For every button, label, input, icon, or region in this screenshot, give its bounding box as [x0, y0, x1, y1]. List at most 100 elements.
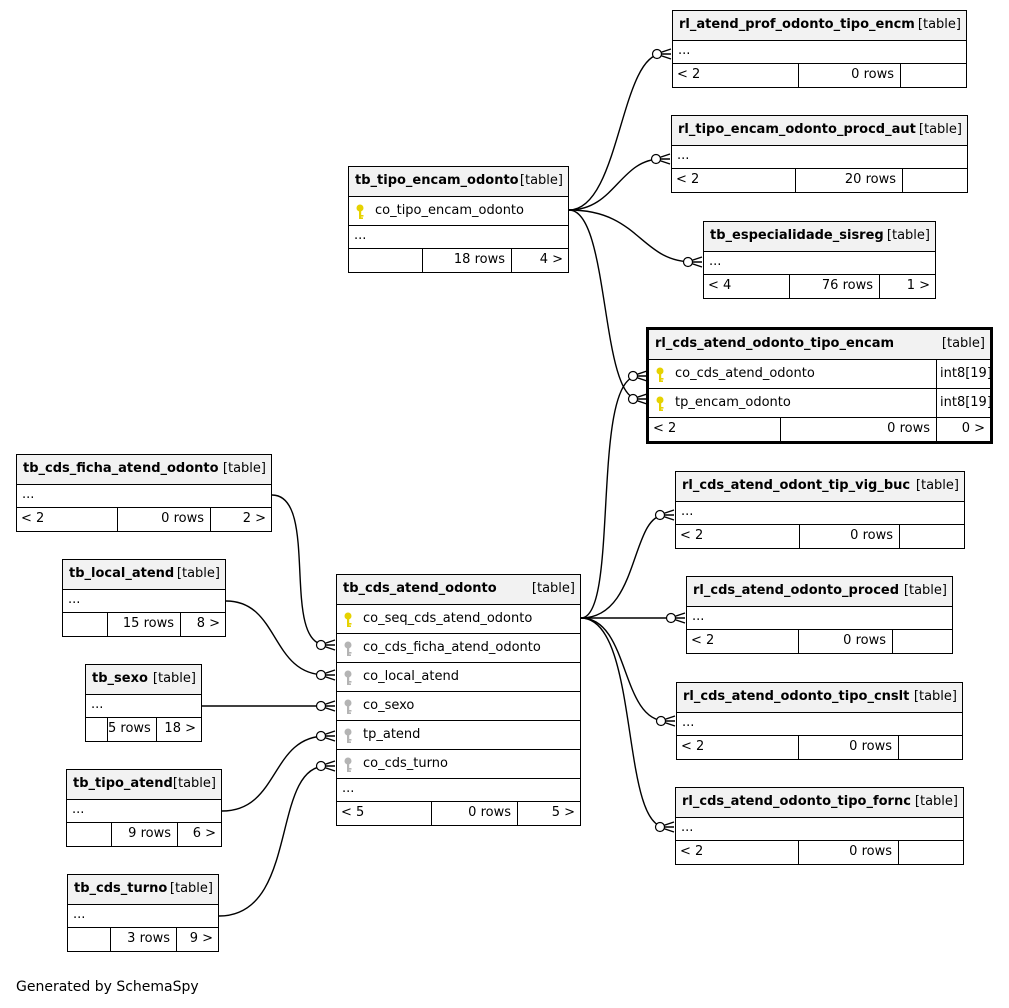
relationship-tb-tipo-encam-odonto-to-rl-tipo-encam-odonto-procd-aut: [568, 153, 671, 211]
parents-count[interactable]: < 2: [681, 739, 705, 754]
children-count[interactable]: 18 >: [156, 718, 201, 741]
relationship-tb-cds-atend-odonto-to-rl-cds-atend-odonto-tipo-fornc: [580, 617, 675, 833]
relationship-tb-tipo-atend-to-tb-cds-atend-odonto: [221, 730, 336, 812]
parents-count[interactable]: < 2: [21, 511, 45, 526]
parents-count[interactable]: < 2: [677, 67, 701, 82]
children-count[interactable]: [899, 525, 964, 548]
relationship-line: [568, 53, 663, 211]
foreign-key-icon: [343, 641, 353, 657]
table-kind: [table]: [917, 17, 961, 32]
children-count[interactable]: 6 >: [177, 823, 221, 846]
table-kind: [table]: [172, 776, 216, 791]
row-count: 0 rows: [798, 841, 898, 864]
children-count[interactable]: [898, 736, 962, 759]
row-count: 0 rows: [780, 418, 936, 441]
relationship-line: [568, 209, 694, 263]
more-columns: ...: [67, 799, 221, 822]
children-count[interactable]: [902, 169, 967, 192]
table-rl-cds-atend-odont-tip-vig-buc[interactable]: rl_cds_atend_odont_tip_vig_buc[table]...…: [675, 471, 965, 549]
parents-count[interactable]: [63, 613, 107, 636]
parents-count[interactable]: < 2: [680, 528, 704, 543]
table-rl-tipo-encam-odonto-procd-aut[interactable]: rl_tipo_encam_odonto_procd_aut[table]...…: [671, 115, 968, 193]
parents-count[interactable]: < 5: [341, 805, 365, 820]
more-columns: ...: [672, 145, 967, 168]
row-count: 0 rows: [431, 802, 517, 825]
row-count: 9 rows: [111, 823, 177, 846]
children-count[interactable]: 2 >: [210, 508, 271, 531]
children-count[interactable]: 5 >: [517, 802, 580, 825]
optional-marker: [654, 509, 666, 521]
table-tb-cds-atend-odonto[interactable]: tb_cds_atend_odonto[table]co_seq_cds_ate…: [336, 574, 581, 826]
children-count[interactable]: 0 >: [936, 418, 990, 441]
table-kind: [table]: [915, 478, 959, 493]
row-count: 5 rows: [107, 718, 156, 741]
ellipsis: ...: [73, 907, 86, 922]
children-count[interactable]: [892, 630, 952, 653]
table-rl-cds-atend-odonto-tipo-fornc[interactable]: rl_cds_atend_odonto_tipo_fornc[table]...…: [675, 787, 964, 865]
table-header: rl_cds_atend_odont_tip_vig_buc[table]: [676, 472, 964, 501]
column-name: co_cds_turno: [363, 756, 448, 771]
optional-marker: [650, 153, 662, 165]
relationship-line: [218, 765, 327, 917]
parents-count[interactable]: < 2: [676, 172, 700, 187]
table-tb-tipo-encam-odonto[interactable]: tb_tipo_encam_odonto[table]co_tipo_encam…: [348, 166, 569, 273]
ellipsis: ...: [678, 43, 691, 58]
parents-count[interactable]: < 2: [653, 421, 677, 436]
children-count[interactable]: 1 >: [879, 275, 935, 298]
table-rl-atend-prof-odonto-tipo-encm[interactable]: rl_atend_prof_odonto_tipo_encm[table]...…: [672, 10, 967, 88]
children-count[interactable]: 9 >: [176, 928, 218, 951]
relationship-line: [225, 600, 327, 676]
row-count: 0 rows: [799, 525, 899, 548]
parents-count[interactable]: [349, 249, 422, 272]
parents-count[interactable]: [67, 823, 111, 846]
table-kind: [table]: [914, 794, 958, 809]
row-count: 0 rows: [798, 630, 892, 653]
table-header: rl_tipo_encam_odonto_procd_aut[table]: [672, 116, 967, 145]
children-count[interactable]: [900, 64, 966, 87]
children-count[interactable]: [898, 841, 963, 864]
column-row: co_seq_cds_atend_odonto: [337, 604, 580, 633]
children-count[interactable]: 4 >: [511, 249, 568, 272]
column-row: tp_atend: [337, 720, 580, 749]
row-count: 3 rows: [110, 928, 176, 951]
column-name: co_tipo_encam_odonto: [375, 203, 524, 218]
table-name: tb_tipo_atend: [73, 776, 173, 791]
parents-count[interactable]: [86, 718, 107, 741]
parents-count[interactable]: < 2: [680, 844, 704, 859]
primary-key-icon: [655, 396, 665, 412]
optional-marker: [627, 393, 639, 405]
relationship-tb-tipo-encam-odonto-to-tb-especialidade-sisreg: [568, 209, 703, 268]
parents-count[interactable]: < 4: [708, 278, 732, 293]
parents-count[interactable]: < 2: [691, 633, 715, 648]
column-name: co_cds_atend_odonto: [675, 366, 815, 381]
relationship-line: [580, 617, 667, 722]
table-rl-cds-atend-odonto-tipo-encam[interactable]: rl_cds_atend_odonto_tipo_encam[table]co_…: [646, 327, 993, 444]
row-count: 76 rows: [789, 275, 879, 298]
table-name: tb_tipo_encam_odonto: [355, 173, 519, 188]
relationship-tb-cds-ficha-atend-odonto-to-tb-cds-atend-odonto: [271, 494, 336, 651]
table-header: rl_cds_atend_odonto_proced[table]: [687, 577, 952, 606]
relationship-tb-tipo-encam-odonto-to-rl-atend-prof-odonto-tipo-encm: [568, 48, 672, 211]
parents-count[interactable]: [68, 928, 110, 951]
more-columns: ...: [349, 225, 568, 248]
table-header: tb_local_atend[table]: [63, 560, 225, 589]
more-columns: ...: [676, 817, 963, 840]
column-row: co_local_atend: [337, 662, 580, 691]
children-count[interactable]: 8 >: [180, 613, 225, 636]
table-rl-cds-atend-odonto-tipo-cnslt[interactable]: rl_cds_atend_odonto_tipo_cnslt[table]...…: [676, 682, 963, 760]
